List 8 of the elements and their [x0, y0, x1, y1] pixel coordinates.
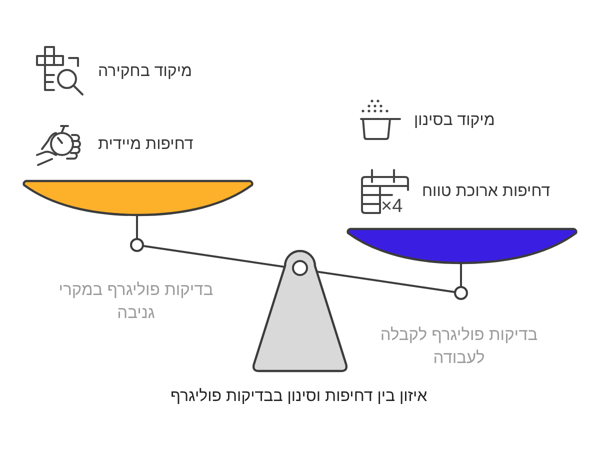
- scale-side-label: בדיקות פוליגרף לקבלה לעבודה: [379, 325, 539, 369]
- scale-side-label: בדיקות פוליגרף במקרי גניבה: [58, 280, 214, 324]
- scale-item-label: דחיפות מיידית: [98, 135, 194, 155]
- caption: איזון בין דחיפות וסינון בבדיקות פוליגרף: [170, 387, 428, 407]
- scale-item-label: מיקוד בסינון: [414, 111, 495, 131]
- scale-item-label: מיקוד בחקירה: [98, 62, 192, 82]
- multiplier-label: ×4: [381, 197, 403, 217]
- scale-item-label: דחיפות ארוכת טווח: [422, 182, 550, 202]
